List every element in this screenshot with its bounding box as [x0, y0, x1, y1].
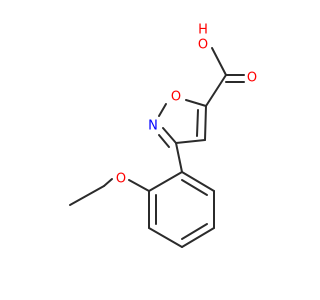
bond-benzene-6 — [148, 171, 183, 192]
bond-isoxazole-c3-n — [162, 127, 177, 144]
bond-isoxazole-c5-c4-inner — [196, 109, 199, 137]
structure-diagram: H O O O N O — [69, 23, 257, 248]
bond-aryl-isoxazole — [175, 142, 183, 173]
atom-labels: H O O O N O — [116, 23, 257, 187]
bond-benzene-3 — [181, 227, 215, 248]
bond-isoxazole-n-o — [158, 103, 167, 117]
hydroxyl-h-label: H — [198, 23, 208, 38]
ring-n-label: N — [148, 119, 158, 134]
bond-benzene-5-inner — [181, 179, 208, 196]
carbonyl-o-label: O — [247, 71, 257, 86]
bond-isoxazole-o-c5 — [185, 99, 207, 107]
bonds — [69, 47, 245, 248]
bond-isoxazole-c4-c3 — [175, 139, 206, 144]
bond-ethyl-ch3-ch2 — [69, 185, 105, 206]
bond-isoxazole-c5-c4 — [204, 105, 207, 141]
bond-carboxyl-c-oh — [211, 47, 227, 76]
ether-o-label: O — [116, 172, 126, 187]
bond-c5-carboxyl-c — [205, 74, 227, 107]
bond-benzene-5 — [181, 171, 215, 192]
carboxyl-oh-label: O — [198, 38, 208, 53]
bond-ethyl-ch2-ether-o — [103, 178, 113, 187]
bond-benzene-2 — [148, 227, 183, 248]
ring-o-label: O — [171, 90, 181, 105]
bond-benzene-3-inner — [181, 223, 208, 240]
bond-ether-o-aryl — [128, 179, 150, 192]
bond-isoxazole-c3-n-inner — [158, 134, 170, 148]
